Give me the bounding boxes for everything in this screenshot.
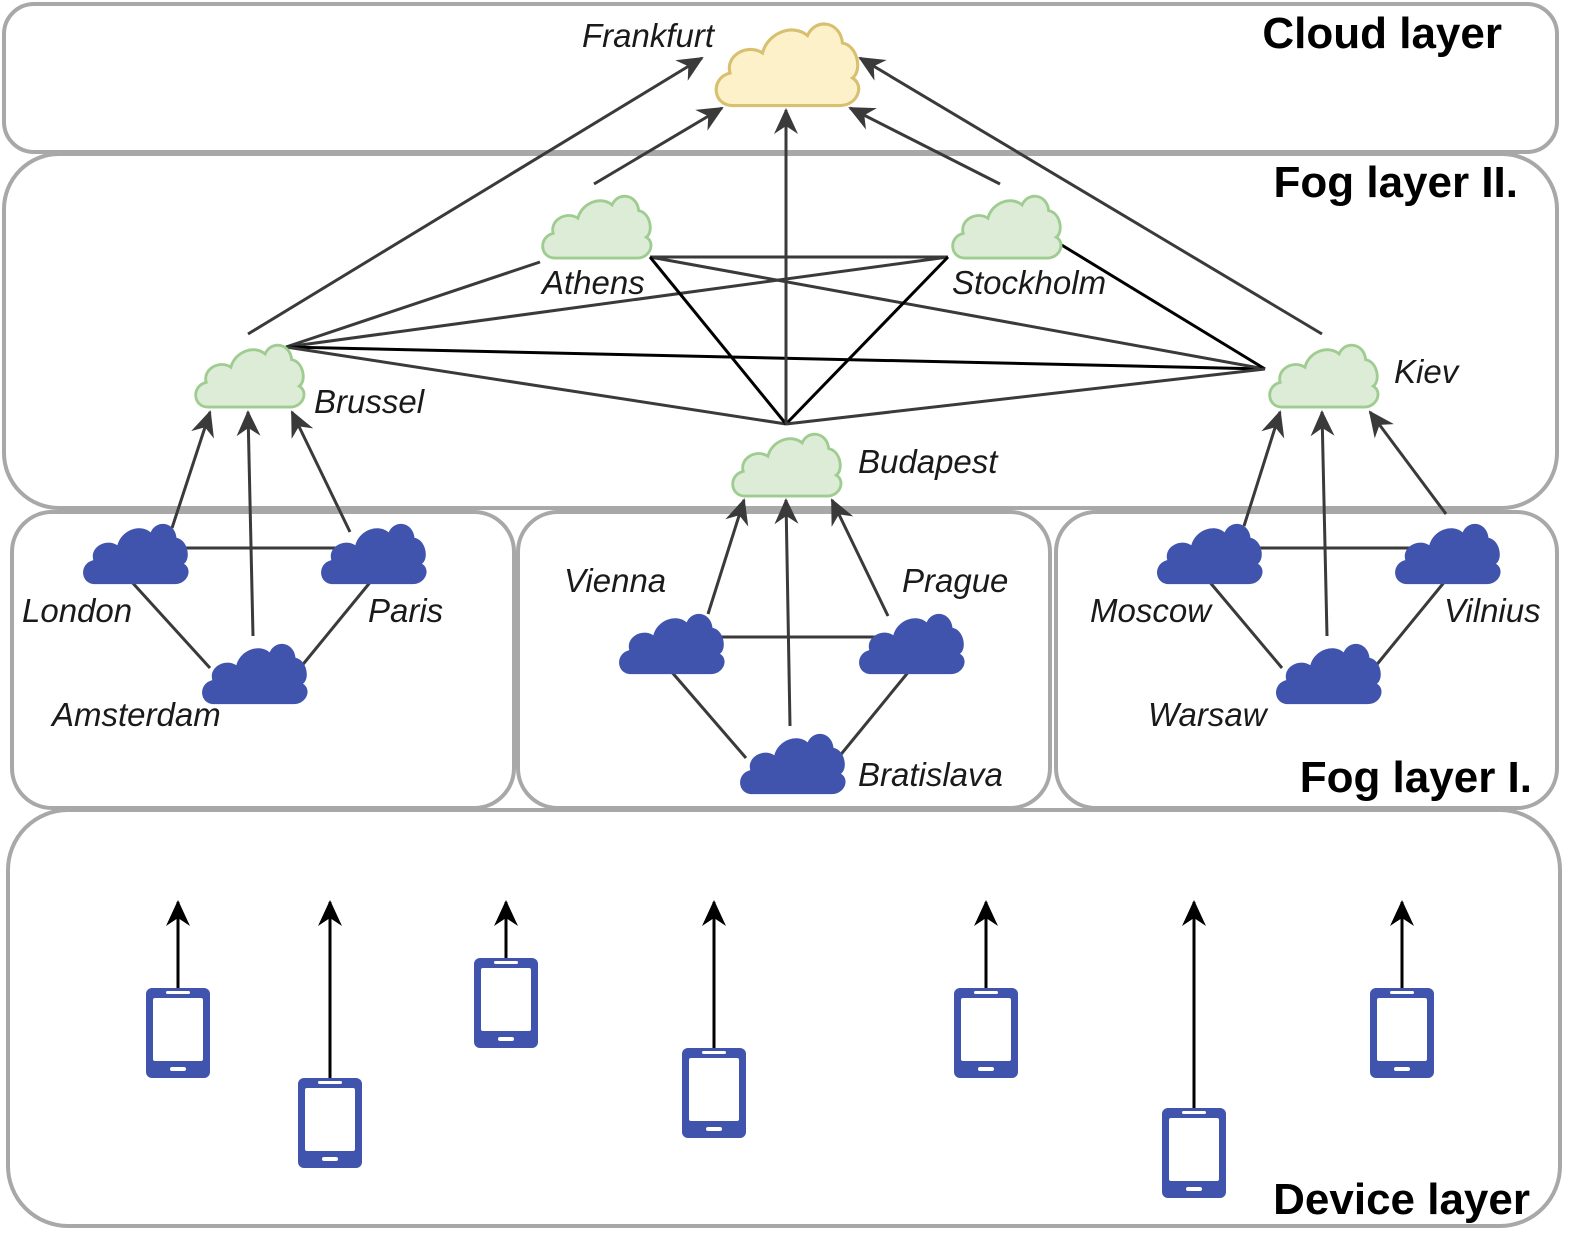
edge-brussel-athens [285,260,541,349]
node-vienna[interactable]: Vienna [564,562,725,675]
node-amsterdam[interactable]: Amsterdam [50,643,308,733]
edge-stockholm-budapest [784,255,950,426]
label-vilnius: Vilnius [1444,592,1541,629]
label-frankfurt: Frankfurt [582,17,716,54]
arrow-athens-frankfurt [593,106,724,186]
node-prague[interactable]: Prague [859,562,1008,675]
smartphone-icon [1162,1108,1226,1198]
label-vienna: Vienna [564,562,666,599]
fog1-to-fog2-edges [170,410,1448,727]
node-budapest[interactable]: Budapest [731,432,1000,498]
edge-moscow-warsaw [1206,579,1284,669]
device-layer-box [6,808,1562,1228]
device-6[interactable] [1162,900,1226,1198]
label-london: London [22,592,132,629]
smartphone-icon [954,988,1018,1078]
device-3[interactable] [474,900,538,1048]
fog-layer-2-title: Fog layer II. [1273,158,1518,207]
label-paris: Paris [368,592,443,629]
smartphone-icon [474,958,538,1048]
smartphone-icon [146,988,210,1078]
arrow-vilnius-kiev [1368,410,1448,515]
label-brussel: Brussel [314,383,426,420]
device-layer-title: Device layer [1273,1175,1530,1224]
edge-stockholm-kiev [1059,242,1266,371]
node-london[interactable]: London [22,523,189,629]
device-7[interactable] [1370,900,1434,1078]
label-budapest: Budapest [858,443,999,480]
arrow-london-brussel [170,410,214,529]
label-kiev: Kiev [1394,353,1461,390]
device-1[interactable] [146,900,210,1078]
node-moscow[interactable]: Moscow [1090,523,1263,629]
edge-kiev-budapest [785,367,1266,426]
label-stockholm: Stockholm [952,264,1106,301]
arrow-warsaw-kiev [1310,410,1335,637]
arrow-brussel-frankfurt [247,56,704,336]
node-stockholm[interactable]: Stockholm [951,194,1106,301]
arrow-bratislava-budapest [774,498,799,727]
edge-brussel-budapest [285,345,787,426]
arrow-kiev-frankfurt [858,56,1323,336]
edge-athens-kiev [649,255,1266,371]
smartphone-icon [298,1078,362,1168]
edge-athens-budapest [648,256,788,425]
node-frankfurt[interactable]: Frankfurt [582,17,861,108]
label-athens: Athens [540,264,645,301]
smartphone-icon [682,1048,746,1138]
label-amsterdam: Amsterdam [50,696,221,733]
arrow-moscow-kiev [1242,410,1285,527]
device-2[interactable] [298,900,362,1168]
node-vilnius[interactable]: Vilnius [1395,523,1541,629]
arrow-vienna-budapest [706,498,749,615]
cloud-layer-title: Cloud layer [1262,9,1502,58]
edge-vienna-bratislava [668,669,748,759]
edge-brussel-kiev [285,345,1266,371]
edge-brussel-stockholm [285,255,949,349]
edge-prague-bratislava [836,669,912,759]
edge-paris-amsterdam [298,579,374,669]
label-warsaw: Warsaw [1148,696,1269,733]
device-4[interactable] [682,900,746,1138]
node-athens[interactable]: Athens [540,194,653,301]
fog-layer-1-title: Fog layer I. [1300,753,1532,802]
fog2-to-cloud-edges [247,56,1323,424]
node-bratislava[interactable]: Bratislava [740,733,1003,795]
node-brussel[interactable]: Brussel [194,343,426,420]
label-prague: Prague [902,562,1008,599]
arrow-paris-brussel [290,410,352,533]
devices [146,900,1434,1198]
smartphone-icon [1370,988,1434,1078]
label-bratislava: Bratislava [858,756,1003,793]
label-moscow: Moscow [1090,592,1213,629]
edge-london-amsterdam [128,578,212,670]
device-5[interactable] [954,900,1018,1078]
node-warsaw[interactable]: Warsaw [1148,643,1382,733]
fog2-mesh-edges [285,242,1266,426]
edge-vilnius-warsaw [1372,579,1448,669]
arrow-prague-budapest [830,498,890,617]
node-kiev[interactable]: Kiev [1268,343,1461,409]
arrow-amsterdam-brussel [236,410,261,637]
node-paris[interactable]: Paris [321,523,443,629]
arrow-stockholm-frankfurt [848,106,1001,186]
